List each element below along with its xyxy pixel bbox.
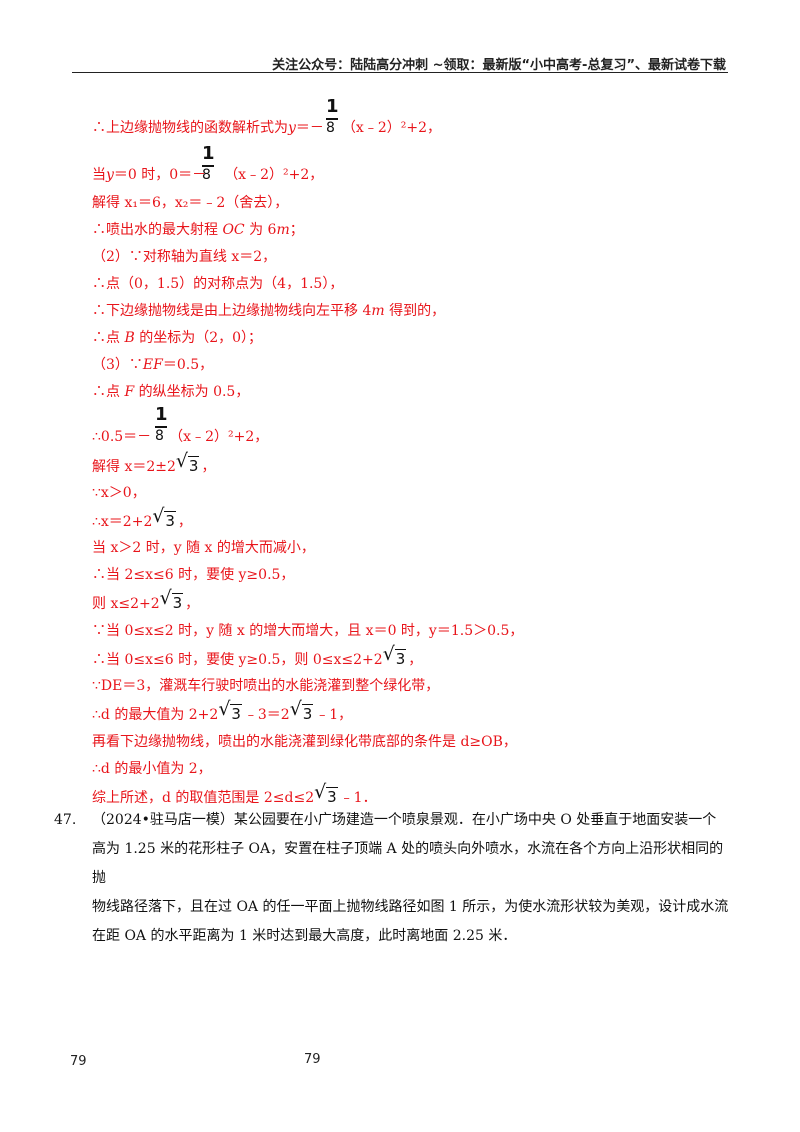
question-line-2: 高为 1.25 米的花形柱子 OA，安置在柱子顶端 A 处的喷头向外喷水，水流在… [92, 841, 724, 886]
question-text: （2024•驻马店一模）某公园要在小广场建造一个喷泉景观．在小广场中央 O 处垂… [92, 806, 732, 951]
question-line-1: （2024•驻马店一模）某公园要在小广场建造一个喷泉景观．在小广场中央 O 处垂… [92, 812, 717, 828]
question-number: 47. [54, 812, 77, 828]
solution-line-4: ∴喷出水的最大射程 OC 为 6m； [92, 222, 304, 238]
page-number-left: 79 [70, 1054, 87, 1069]
sqrt-3: 3 [160, 589, 184, 612]
solution-line-23: ∴d 的最小值为 2， [92, 761, 212, 777]
solution-line-9: （3）∵EF＝0.5， [92, 357, 214, 373]
solution-line-17: 则 x≤2+23， [92, 589, 199, 613]
sqrt-3: 3 [290, 700, 314, 723]
solution-line-8: ∴点 B 的坐标为（2，0）； [92, 330, 263, 346]
solution-line-12: 解得 x＝2±23， [92, 452, 215, 476]
solution-line-16: ∴当 2≤x≤6 时，要使 y≥0.5， [92, 567, 295, 583]
page-number-center: 79 [304, 1052, 321, 1067]
solution-line-5: （2）∵对称轴为直线 x＝2， [92, 249, 277, 265]
solution-line-1: ∴上边缘抛物线的函数解析式为y＝－（x﹣2）²+2， [92, 120, 441, 136]
solution-line-11: ∴0.5＝－（x﹣2）²+2， [92, 429, 269, 445]
solution-line-13: ∵x＞0， [92, 485, 146, 501]
solution-line-19: ∴当 0≤x≤6 时，要使 y≥0.5，则 0≤x≤2+23， [92, 645, 422, 669]
solution-line-15: 当 x＞2 时，y 随 x 的增大而减小， [92, 540, 315, 556]
sqrt-3: 3 [152, 507, 176, 530]
solution-line-21: ∴d 的最大值为 2+23﹣3＝23﹣1， [92, 700, 352, 724]
solution-line-2: 当y＝0 时，0＝－（x﹣2）²+2， [92, 167, 324, 183]
page-header: 关注公众号：陆陆高分冲刺 ~领取：最新版“小中高考-总复习”、最新试卷下载 [72, 50, 728, 73]
header-text: 关注公众号：陆陆高分冲刺 ~领取：最新版“小中高考-总复习”、最新试卷下载 [272, 58, 726, 73]
sqrt-3: 3 [176, 452, 200, 475]
solution-line-10: ∴点 F 的纵坐标为 0.5， [92, 384, 250, 400]
solution-line-24: 综上所述，d 的取值范围是 2≤d≤23﹣1． [92, 783, 377, 807]
solution-line-22: 再看下边缘抛物线，喷出的水能浇灌到绿化带底部的条件是 d≥OB， [92, 734, 517, 750]
solution-line-6: ∴点（0，1.5）的对称点为（4，1.5）， [92, 276, 344, 292]
question-line-3: 物线路径落下，且在过 OA 的任一平面上抛物线路径如图 1 所示，为使水流形状较… [92, 899, 729, 915]
sqrt-3: 3 [218, 700, 242, 723]
question-line-4: 在距 OA 的水平距离为 1 米时达到最大高度，此时离地面 2.25 米． [92, 928, 517, 944]
sqrt-3: 3 [383, 645, 407, 668]
solution-line-20: ∵DE＝3，灌溉车行驶时喷出的水能浇灌到整个绿化带， [92, 678, 440, 694]
solution-line-18: ∵当 0≤x≤2 时，y 随 x 的增大而增大，且 x＝0 时，y＝1.5＞0.… [92, 623, 524, 639]
solution-line-3: 解得 x₁＝6，x₂＝﹣2（舍去）， [92, 195, 289, 211]
sqrt-3: 3 [314, 783, 338, 806]
solution-line-14: ∴x＝2+23， [92, 507, 192, 531]
solution-line-7: ∴下边缘抛物线是由上边缘抛物线向左平移 4m 得到的， [92, 303, 446, 319]
